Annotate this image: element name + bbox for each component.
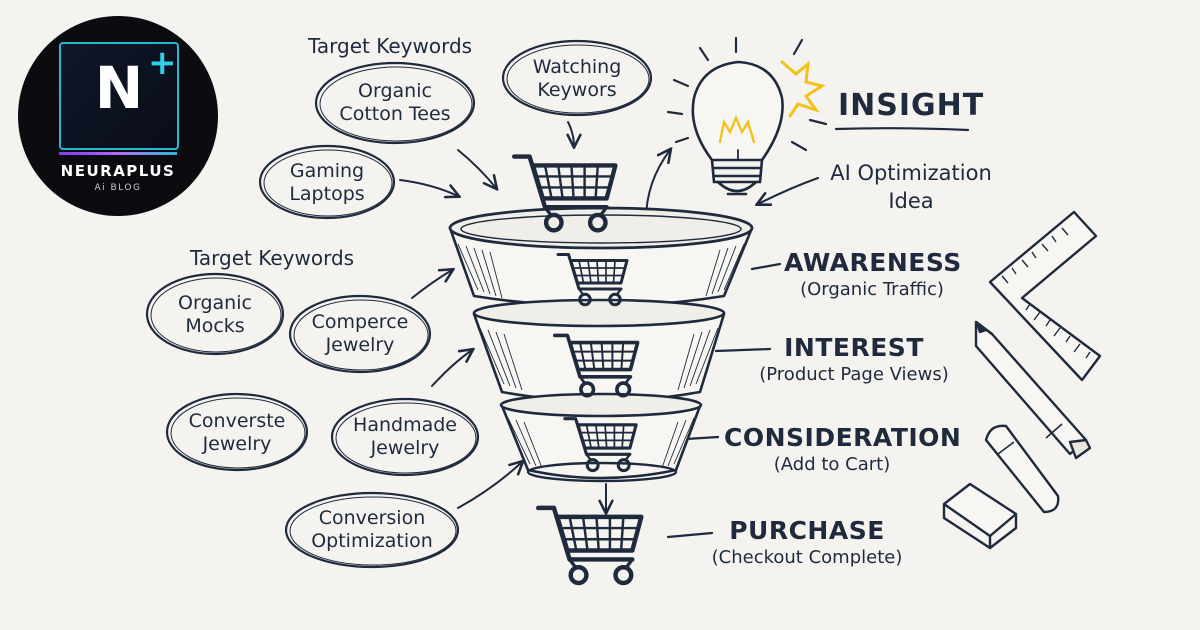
arrow-comperce-to-funnel xyxy=(411,270,452,299)
eraser-icon xyxy=(942,482,1018,550)
bubble-converste-jewelry xyxy=(165,392,309,472)
bubble-handmade-jewelry xyxy=(330,397,480,477)
arrow-conversion-to-funnel xyxy=(457,462,522,509)
neuraplus-logo[interactable]: N + NEURAPLUS Ai BLOG xyxy=(18,16,218,216)
sales-funnel xyxy=(448,206,754,483)
stage-consideration: CONSIDERATION (Add to Cart) xyxy=(724,423,962,475)
arrow-watching-to-cart xyxy=(568,121,574,146)
insight-underline xyxy=(834,127,970,132)
bubble-organic-mocks xyxy=(145,272,285,356)
target-keywords-header-mid: Target Keywords xyxy=(190,246,355,270)
stage-interest: INTEREST (Product Page Views) xyxy=(759,333,949,385)
bubble-gaming-laptops xyxy=(258,144,396,220)
marker-icon xyxy=(984,424,1060,514)
arrow-handmade-to-funnel xyxy=(431,350,472,387)
arrow-gaming-to-funnel xyxy=(399,179,458,196)
arrow-idea-to-bulb xyxy=(758,177,819,204)
bubble-comperce-jewelry xyxy=(288,294,432,374)
target-keywords-header-top: Target Keywords xyxy=(308,34,473,58)
insight-idea: AI Optimization Idea xyxy=(830,161,992,213)
light-bulb-icon xyxy=(666,36,828,196)
stage-awareness: AWARENESS (Organic Traffic) xyxy=(784,248,962,300)
logo-letter: N xyxy=(94,54,144,122)
logo-tagline: Ai BLOG xyxy=(94,183,142,193)
logo-name: NEURAPLUS xyxy=(60,162,176,180)
pencil-icon xyxy=(974,320,1092,460)
arrow-keywords-to-funnel xyxy=(457,149,496,188)
ruler-icon xyxy=(988,210,1102,382)
insight-title: INSIGHT xyxy=(838,88,985,123)
logo-mark: N xyxy=(59,42,179,150)
bubble-organic-cotton-tees xyxy=(314,61,476,145)
bubble-conversion-optimization xyxy=(284,491,460,569)
shopping-cart-icon xyxy=(538,508,641,583)
stage-purchase: PURCHASE (Checkout Complete) xyxy=(711,516,903,568)
plus-icon: + xyxy=(148,43,177,83)
logo-accent-bar xyxy=(59,152,177,155)
bubble-watching-keywors xyxy=(501,39,653,117)
